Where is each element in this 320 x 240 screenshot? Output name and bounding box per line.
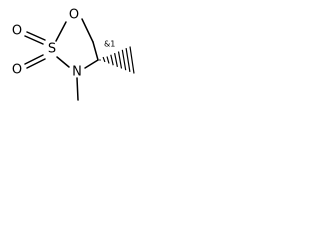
bond-c4-ch2: [92, 41, 99, 61]
bond-s-o-top-b: [26, 31, 46, 41]
bond-n-methyl: [76, 77, 79, 101]
bond-n-c4: [84, 59, 99, 69]
stereo-label: &1: [104, 40, 115, 49]
hashed-wedge-bond: [99, 46, 135, 74]
atom-oxo-oxygen-bottom: O: [12, 63, 22, 78]
bond-s-o-top-a: [24, 35, 44, 45]
bond-ch2-o: [81, 18, 94, 43]
atom-sulfur: S: [48, 42, 56, 57]
bond-s-n: [56, 56, 70, 68]
atom-nitrogen: N: [72, 65, 82, 80]
bond-o-s: [55, 21, 67, 42]
molecule-structure: O S O O N &1: [12, 8, 135, 101]
atom-ring-oxygen: O: [69, 8, 79, 23]
bond-s-o-bottom-b: [26, 58, 46, 69]
bond-s-o-bottom-a: [24, 54, 44, 65]
atom-oxo-oxygen-top: O: [12, 24, 22, 39]
